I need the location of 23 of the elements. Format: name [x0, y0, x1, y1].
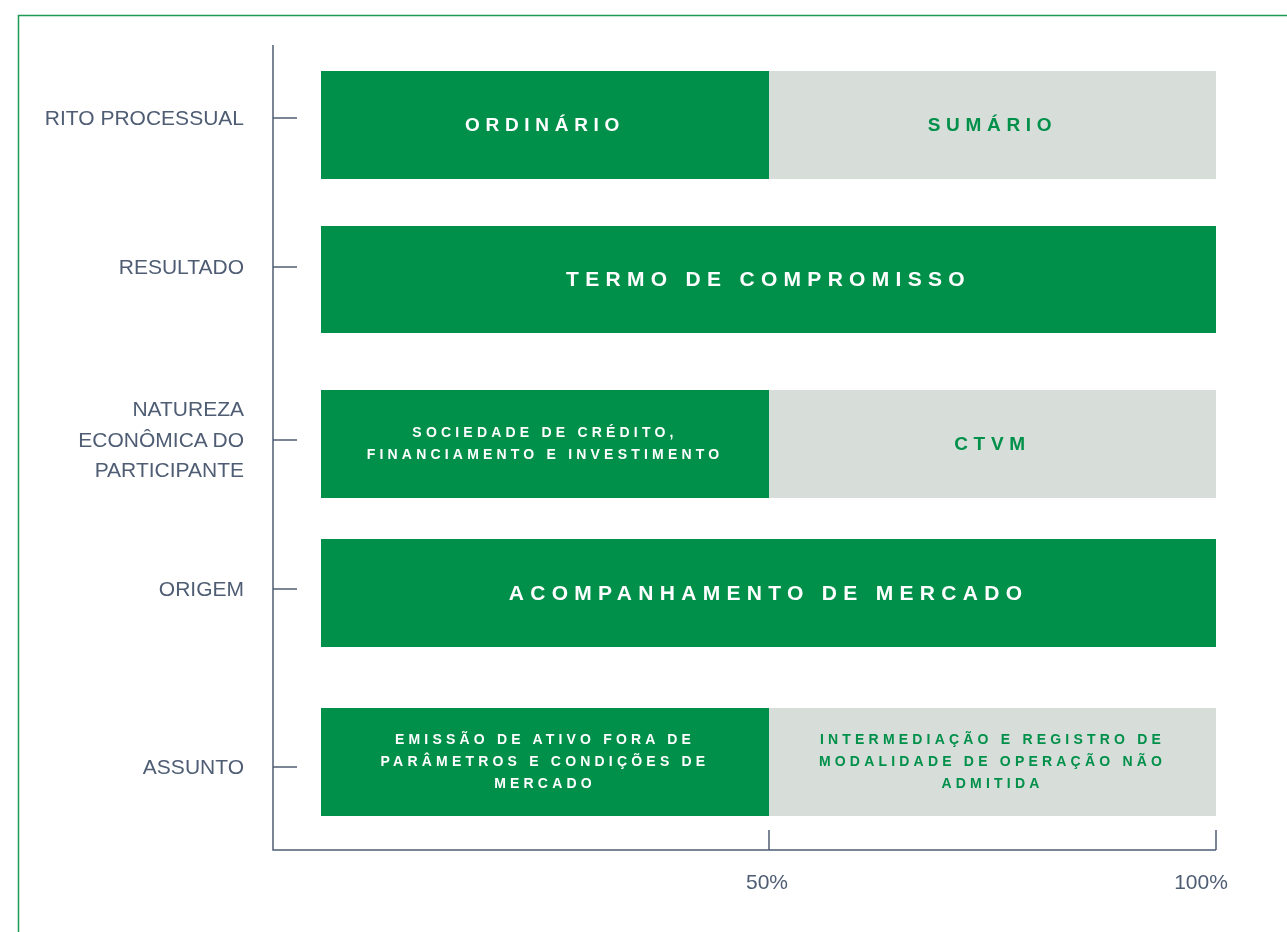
row-label: RESULTADO — [117, 253, 244, 280]
row-label: NATUREZA ECONÔMICA DO PARTICIPANTE — [77, 396, 244, 484]
axis-tick-label: 100% — [1173, 868, 1229, 895]
segment-label: ACOMPANHAMENTO DE MERCADO — [508, 579, 1029, 606]
row-label: RITO PROCESSUAL — [44, 104, 244, 131]
bar-segment — [321, 539, 1216, 647]
segment-label: ORDINÁRIO — [465, 113, 625, 138]
segment-label: TERMO DE COMPROMISSO — [566, 266, 971, 293]
segment-label: SOCIEDADE DE CRÉDITO, FINANCIAMENTO E INVESTIMENTO — [365, 423, 725, 464]
bar-segment — [769, 71, 1216, 179]
bar-segment — [769, 708, 1216, 816]
bar-segment — [321, 708, 769, 816]
row-label: ORIGEM — [157, 575, 244, 602]
segment-label: INTERMEDIAÇÃO E REGISTRO DE MODALIDADE DE OPERAÇÃO NÃO ADMITIDA — [817, 730, 1168, 793]
axis-tick-label: 50% — [745, 868, 789, 895]
segment-label: EMISSÃO DE ATIVO FORA DE PARÂMETROS E CONDIÇÕES DE MERCADO — [379, 730, 711, 793]
bar-segment — [321, 226, 1216, 333]
bar-segment — [769, 390, 1216, 498]
bar-segment — [321, 390, 769, 498]
segment-label: CTVM — [954, 432, 1031, 457]
bar-segment — [321, 71, 769, 179]
row-label: ASSUNTO — [141, 753, 244, 780]
segment-label: SUMÁRIO — [927, 113, 1058, 138]
